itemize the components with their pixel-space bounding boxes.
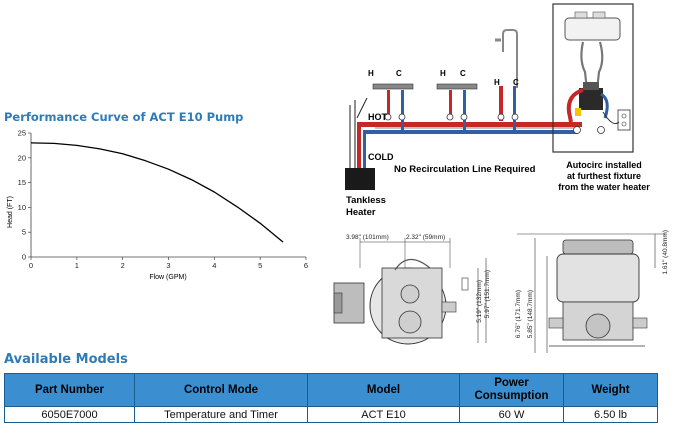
series-line-0 bbox=[30, 142, 284, 243]
fixture-1-c-label: C bbox=[396, 69, 402, 78]
x-tick-label: 1 bbox=[75, 261, 79, 270]
table-row: 6050E7000 Temperature and Timer ACT E10 … bbox=[4, 406, 658, 423]
dim-height-d: 5.85" (148.7mm) bbox=[527, 290, 534, 339]
pump-front-drawing bbox=[517, 233, 665, 353]
cell-weight: 6.50 lb bbox=[563, 406, 658, 423]
autocirc-label-2: at furthest fixture bbox=[566, 171, 641, 181]
cold-water-line bbox=[363, 130, 578, 134]
cold-label: COLD bbox=[368, 152, 394, 162]
no-recirculation-label: No Recirculation Line Required bbox=[394, 164, 536, 175]
y-tick-label: 25 bbox=[18, 129, 26, 138]
chart-ticks: 0 1 2 3 4 5 6 0 5 10 15 20 25 bbox=[18, 129, 308, 271]
power-outlet bbox=[617, 109, 631, 131]
cell-model: ACT E10 bbox=[307, 406, 460, 423]
x-tick-label: 0 bbox=[29, 261, 33, 270]
cell-power: 60 W bbox=[459, 406, 564, 423]
header-power-consumption: Power Consumption bbox=[459, 373, 564, 407]
performance-chart: 0 1 2 3 4 5 6 0 5 10 15 20 25 Flow (GPM) Head (FT) bbox=[7, 129, 308, 282]
header-part-number: Part Number bbox=[4, 373, 135, 407]
autocirc-enclosure bbox=[552, 3, 634, 153]
dim-height-a: 5.19" (132mm) bbox=[476, 280, 483, 323]
tankless-heater bbox=[345, 168, 375, 190]
x-tick-label: 2 bbox=[121, 261, 125, 270]
performance-curve-title: Performance Curve of ACT E10 Pump bbox=[4, 110, 244, 124]
fixture-3-c-label: C bbox=[513, 78, 519, 87]
header-control-mode: Control Mode bbox=[134, 373, 308, 407]
fixture-3-h-label: H bbox=[494, 78, 500, 87]
fixture-1-h-label: H bbox=[368, 69, 374, 78]
dim-height-e: 1.61" (40.8mm) bbox=[662, 230, 669, 275]
header-model: Model bbox=[307, 373, 460, 407]
models-header-row: Part Number Control Mode Model Power Con… bbox=[4, 373, 658, 407]
x-axis-label: Flow (GPM) bbox=[149, 274, 186, 281]
available-models-title: Available Models bbox=[4, 352, 128, 367]
dim-width-left: 3.98" (101mm) bbox=[346, 234, 389, 241]
dim-width-right: 2.32" (59mm) bbox=[406, 234, 446, 241]
cell-control-mode: Temperature and Timer bbox=[134, 406, 308, 423]
fixture-3-shower bbox=[495, 29, 519, 131]
autocirc-label-3: from the water heater bbox=[558, 182, 650, 192]
hot-water-line bbox=[357, 122, 582, 127]
dim-height-c: 6.76" (171.7mm) bbox=[515, 290, 522, 339]
y-tick-label: 15 bbox=[18, 178, 26, 187]
fixture-2 bbox=[436, 83, 478, 130]
fixture-2-h-label: H bbox=[440, 69, 446, 78]
x-tick-label: 5 bbox=[258, 261, 262, 270]
tankless-heater-label-1: Tankless bbox=[346, 195, 386, 206]
cell-part-number: 6050E7000 bbox=[4, 406, 135, 423]
y-tick-label: 20 bbox=[18, 153, 26, 162]
pump-side-drawing bbox=[333, 238, 487, 345]
x-tick-label: 3 bbox=[166, 261, 170, 270]
hot-label: HOT bbox=[368, 112, 387, 122]
fixture-2-c-label: C bbox=[460, 69, 466, 78]
chart-axes bbox=[30, 133, 306, 258]
y-axis-label: Head (FT) bbox=[7, 196, 14, 228]
x-tick-label: 4 bbox=[212, 261, 216, 270]
y-tick-label: 0 bbox=[22, 253, 26, 262]
dim-height-b: 5.97" (151.7mm) bbox=[484, 270, 491, 319]
fixture-1 bbox=[372, 83, 414, 130]
models-table: Part Number Control Mode Model Power Con… bbox=[4, 373, 658, 423]
x-tick-label: 6 bbox=[304, 261, 308, 270]
y-tick-label: 5 bbox=[22, 228, 26, 237]
chart-lines bbox=[30, 142, 284, 243]
autocirc-pump bbox=[579, 88, 603, 110]
y-tick-label: 10 bbox=[18, 203, 26, 212]
autocirc-label-1: Autocirc installed bbox=[566, 160, 642, 170]
header-weight: Weight bbox=[563, 373, 658, 407]
plumbing-diagram bbox=[345, 3, 634, 190]
tankless-heater-label-2: Heater bbox=[346, 207, 376, 218]
